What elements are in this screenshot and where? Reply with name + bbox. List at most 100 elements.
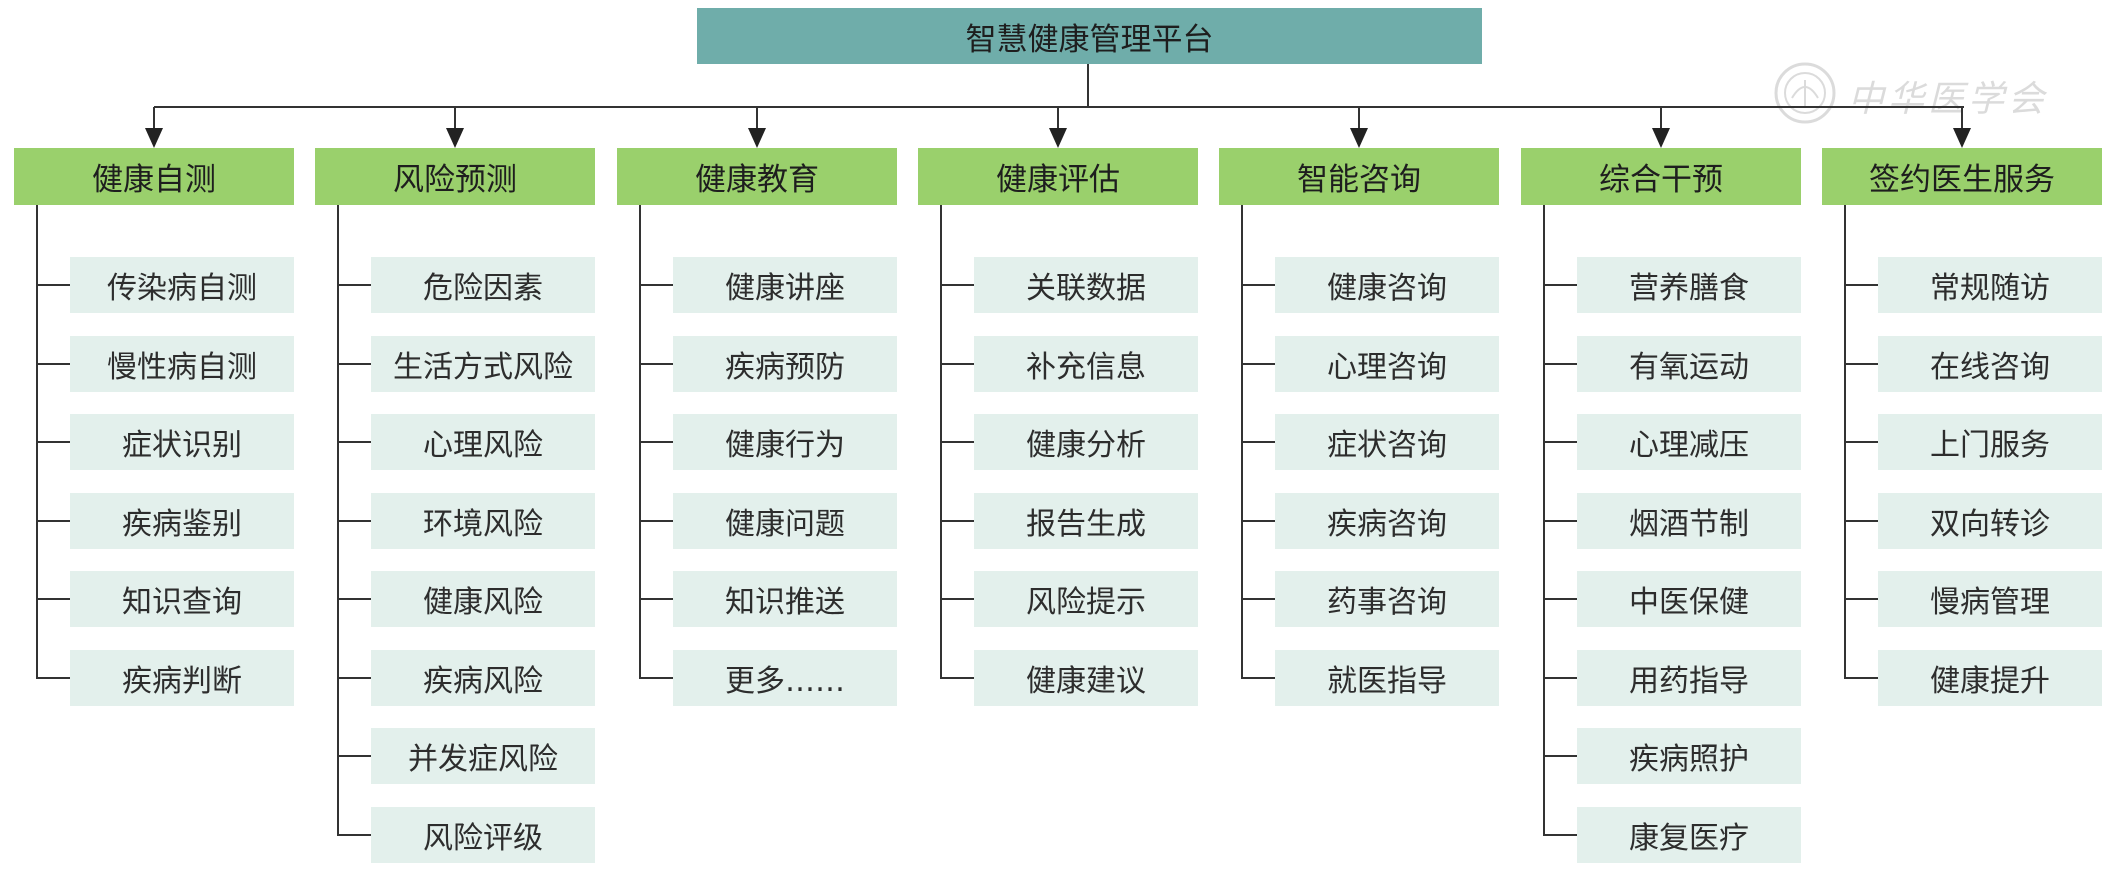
item-connector [1844, 441, 1878, 443]
seal-icon [1774, 62, 1836, 124]
item-node: 有氧运动 [1577, 335, 1801, 392]
item-node: 疾病咨询 [1275, 492, 1499, 549]
item-connector [639, 284, 673, 286]
item-node: 健康分析 [974, 414, 1198, 470]
arrow-down-icon [748, 128, 766, 148]
item-connector [36, 284, 70, 286]
category-node: 签约医生服务 [1822, 148, 2102, 205]
bus-connector [154, 106, 1964, 108]
item-node: 生活方式风险 [371, 335, 595, 392]
item-connector [940, 519, 974, 522]
item-connector [639, 441, 673, 443]
item-node: 烟酒节制 [1577, 492, 1801, 549]
item-connector [1844, 362, 1878, 365]
item-node: 健康咨询 [1275, 257, 1499, 313]
item-connector [1543, 362, 1577, 365]
item-node: 知识推送 [673, 571, 897, 627]
item-connector [1543, 833, 1577, 836]
item-connector [337, 598, 371, 600]
arrow-down-icon [446, 128, 464, 148]
item-connector [1543, 598, 1577, 600]
item-connector [36, 519, 70, 522]
item-connector [1844, 598, 1878, 600]
category-node: 智能咨询 [1219, 148, 1499, 205]
category-node: 健康评估 [918, 148, 1198, 205]
item-connector [639, 362, 673, 365]
item-connector [337, 676, 371, 679]
item-node: 健康提升 [1878, 649, 2102, 706]
arrow-down-icon [1350, 128, 1368, 148]
item-connector [1241, 598, 1275, 600]
item-node: 疾病鉴别 [70, 492, 294, 549]
item-connector [940, 284, 974, 286]
item-node: 知识查询 [70, 571, 294, 627]
item-node: 并发症风险 [371, 728, 595, 784]
item-node: 慢性病自测 [70, 335, 294, 392]
item-connector [36, 441, 70, 443]
item-node: 健康风险 [371, 571, 595, 627]
item-connector [36, 362, 70, 365]
root-node: 智慧健康管理平台 [697, 8, 1482, 64]
item-node: 在线咨询 [1878, 335, 2102, 392]
item-node: 更多…… [673, 649, 897, 706]
root-connector [1087, 64, 1089, 107]
item-connector [639, 519, 673, 522]
item-connector [1543, 676, 1577, 679]
item-node: 上门服务 [1878, 414, 2102, 470]
category-connector [1057, 107, 1059, 128]
item-connector [337, 284, 371, 286]
item-connector [1844, 284, 1878, 286]
item-connector [1543, 519, 1577, 522]
category-connector [1358, 107, 1360, 128]
category-node: 风险预测 [315, 148, 595, 205]
watermark-logo: 中华医学会 [1770, 58, 2060, 128]
arrow-down-icon [1953, 128, 1971, 148]
item-node: 心理风险 [371, 414, 595, 470]
item-connector [940, 676, 974, 679]
item-connector [36, 676, 70, 679]
item-node: 健康建议 [974, 649, 1198, 706]
item-node: 营养膳食 [1577, 257, 1801, 313]
item-connector [1844, 676, 1878, 679]
item-connector [36, 598, 70, 600]
item-node: 心理咨询 [1275, 335, 1499, 392]
item-node: 中医保健 [1577, 571, 1801, 627]
category-connector [1660, 107, 1662, 128]
category-connector [1961, 107, 1963, 128]
item-node: 健康问题 [673, 492, 897, 549]
category-node: 健康教育 [617, 148, 897, 205]
item-node: 疾病判断 [70, 649, 294, 706]
item-connector [337, 755, 371, 757]
item-node: 疾病照护 [1577, 728, 1801, 784]
item-node: 就医指导 [1275, 649, 1499, 706]
item-node: 风险评级 [371, 806, 595, 863]
item-connector [337, 833, 371, 836]
item-connector [1241, 441, 1275, 443]
item-node: 疾病风险 [371, 649, 595, 706]
item-node: 危险因素 [371, 257, 595, 313]
item-node: 风险提示 [974, 571, 1198, 627]
item-connector [1241, 519, 1275, 522]
item-node: 双向转诊 [1878, 492, 2102, 549]
category-node: 综合干预 [1521, 148, 1801, 205]
item-node: 环境风险 [371, 492, 595, 549]
item-connector [1241, 362, 1275, 365]
item-connector [337, 441, 371, 443]
item-node: 健康行为 [673, 414, 897, 470]
item-connector [639, 598, 673, 600]
category-node: 健康自测 [14, 148, 294, 205]
item-connector [337, 519, 371, 522]
item-node: 报告生成 [974, 492, 1198, 549]
category-connector [756, 107, 758, 128]
category-connector [454, 107, 456, 128]
item-connector [1543, 755, 1577, 757]
arrow-down-icon [1049, 128, 1067, 148]
item-connector [1241, 676, 1275, 679]
item-connector [1543, 284, 1577, 286]
item-node: 疾病预防 [673, 335, 897, 392]
item-connector [337, 362, 371, 365]
item-node: 常规随访 [1878, 257, 2102, 313]
item-node: 康复医疗 [1577, 806, 1801, 863]
item-connector [639, 676, 673, 679]
item-node: 关联数据 [974, 257, 1198, 313]
